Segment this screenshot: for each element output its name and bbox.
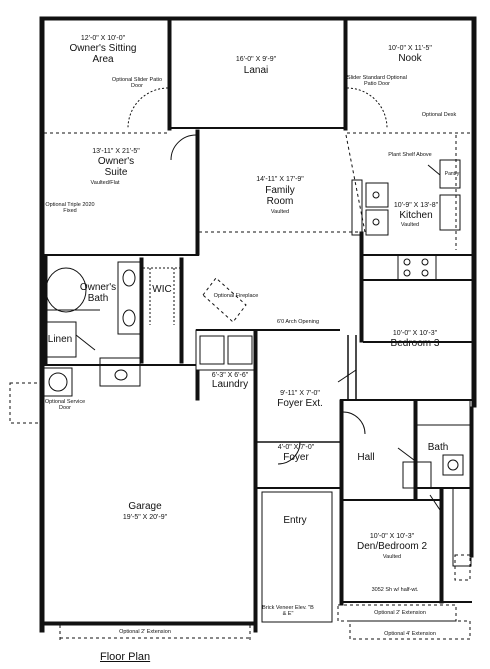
wall-east-upper [471,16,477,408]
nook-name: Nook [398,53,422,64]
arch-opening-note: 6'0 Arch Opening [276,319,320,325]
shower-note: 3052 Sh w/ half-wt. [371,587,419,593]
wic-name: WIC [152,284,172,295]
kitchen-dims: 10'-9" X 13'-8" [393,202,439,209]
suite-note: Vaulted/Flat [90,180,120,186]
bedroom3-dims: 10'-0" X 10'-3" [392,330,438,337]
service-door-note: Optional Service Door [44,399,86,411]
nook-dims: 10'-0" X 11'-5" [388,45,432,52]
garage-name: Garage [128,501,162,512]
foyer-ext-dims: 9'-11" X 7'-0" [280,390,320,397]
laundry-name: Laundry [211,379,249,390]
den-dims: 10'-0" X 10'-3" [369,533,415,540]
foyer-ext-name: Foyer Ext. [277,398,323,409]
bedroom3-name: Bedroom 3 [390,338,440,349]
family-note: Vaulted [270,209,290,215]
wall-west [39,16,45,633]
pantry-name: Pantry [444,171,460,177]
den-extension-4-note: Optional 4' Extension [384,631,436,637]
foyer-dims: 4'-0" X 7'-0" [277,444,315,451]
optional-triple-note: Optional Triple 2020 Fixed [45,202,95,214]
bath-name: Bath [427,442,449,453]
den-extension-2-note: Optional 2' Extension [374,610,426,616]
garage-extension-note: Optional 2' Extension [119,629,171,635]
optional-desk-note: Optional Desk [421,112,457,118]
plant-shelf-note: Plant Shelf Above [388,152,432,158]
family-name: Family Room [265,185,295,207]
foyer-name: Foyer [283,452,309,463]
wall-south-garage [39,621,255,626]
suite-dims: 13'-11" X 21'-5" [92,148,140,155]
den-name: Den/Bedroom 2 [356,541,428,552]
kitchen-name: Kitchen [399,210,433,221]
laundry-dims: 6'-3" X 6'-6" [211,372,249,379]
lanai-name: Lanai [243,65,269,76]
optional-fireplace-note: Optional Fireplace [213,293,259,299]
plan-title: Floor Plan [100,651,151,663]
lanai-dims: 16'-0" X 9'-9" [235,56,277,63]
family-dims: 14'-11" X 17'-9" [256,176,304,183]
brick-veneer-note: Brick Veneer Elev. "B & E" [262,605,314,617]
linen-name: Linen [47,334,73,345]
entry-name: Entry [283,515,307,526]
hall-name: Hall [357,452,375,463]
slider-standard-note: Slider Standard Optional Patio Door [347,75,407,87]
den-note: Vaulted [382,554,402,560]
owners-bath-name: Owner's Bath [79,282,117,304]
sitting-name: Owner's Sitting Area [69,43,137,65]
wall-north [39,16,477,21]
suite-name: Owner's Suite [97,156,135,178]
sitting-dims: 12'-0" X 10'-0" [80,35,126,42]
kitchen-note: Vaulted [400,222,420,228]
optional-slider-note: Optional Slider Patio Door [111,77,163,89]
garage-dims: 19'-5" X 20'-9" [122,514,168,521]
